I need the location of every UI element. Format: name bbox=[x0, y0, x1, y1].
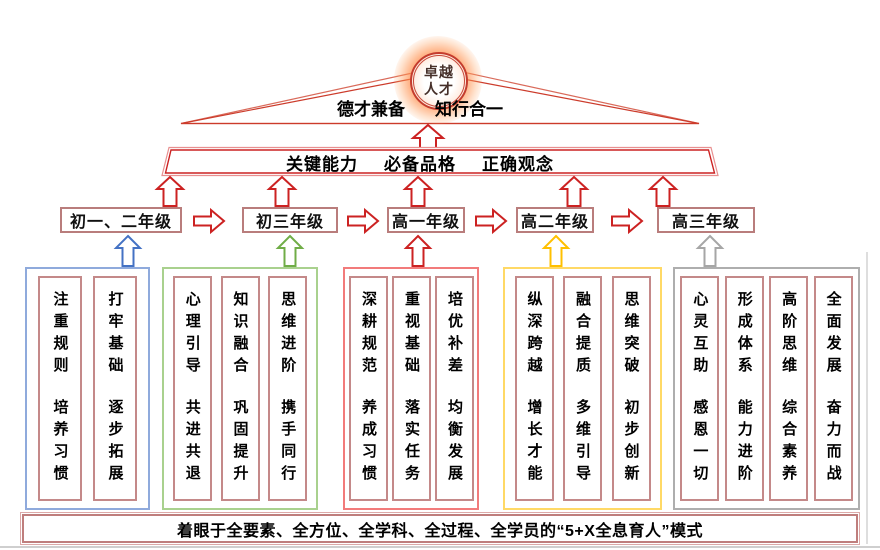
up-arrow-icon bbox=[275, 234, 305, 267]
strategy-phrase: 思维进阶 bbox=[279, 290, 297, 379]
strategy-column: 高阶思维综合素养 bbox=[769, 276, 809, 501]
grade-box-senior2: 高二年级 bbox=[516, 207, 594, 233]
trapezoid-band-item: 正确观念 bbox=[482, 154, 554, 174]
page-edge-right bbox=[866, 252, 868, 544]
strategy-phrase: 均衡发展 bbox=[446, 398, 463, 487]
strategy-phrase: 携手同行 bbox=[279, 398, 297, 487]
strategy-phrase: 高阶思维 bbox=[780, 290, 798, 379]
group-box-senior2: 纵深跨越增长才能 融合提质多维引导 思维突破初步创新 bbox=[503, 267, 662, 510]
right-arrow-icon bbox=[475, 207, 508, 235]
strategy-phrase: 感恩一切 bbox=[691, 398, 709, 487]
strategy-column: 思维进阶携手同行 bbox=[268, 276, 308, 501]
up-arrow-icon bbox=[154, 175, 186, 207]
strategy-phrase: 落实任务 bbox=[403, 398, 420, 487]
apex-circle: 卓越 人才 bbox=[410, 52, 468, 110]
strategy-phrase: 全面发展 bbox=[824, 290, 842, 379]
strategy-phrase: 思维突破 bbox=[622, 290, 640, 379]
strategy-column: 形成体系能力进阶 bbox=[724, 276, 764, 501]
strategy-phrase: 培养习惯 bbox=[51, 398, 69, 487]
strategy-phrase: 能力进阶 bbox=[735, 398, 753, 487]
trapezoid-band-item: 关键能力 bbox=[286, 154, 358, 174]
strategy-phrase: 深耕规范 bbox=[360, 290, 377, 379]
strategy-phrase: 注重规则 bbox=[51, 290, 69, 379]
footer-banner: 着眼于全要素、全方位、全学科、全过程、全学员的“5+X全息育人”模式 bbox=[20, 512, 860, 545]
strategy-phrase: 初步创新 bbox=[622, 398, 640, 487]
up-arrow-icon bbox=[403, 234, 433, 267]
strategy-column: 全面发展奋力而战 bbox=[813, 276, 853, 501]
strategy-column: 心理引导共进共退 bbox=[172, 276, 212, 501]
up-arrow-icon bbox=[541, 234, 571, 267]
strategy-phrase: 巩固提升 bbox=[231, 398, 249, 487]
strategy-phrase: 形成体系 bbox=[735, 290, 753, 379]
right-arrow-icon bbox=[347, 207, 380, 235]
up-arrow-icon bbox=[695, 234, 725, 267]
strategy-phrase: 养成习惯 bbox=[360, 398, 377, 487]
up-arrow-icon bbox=[402, 175, 434, 207]
grade-box-senior3: 高三年级 bbox=[657, 207, 755, 233]
strategy-column: 纵深跨越增长才能 bbox=[514, 276, 554, 501]
strategy-phrase: 多维引导 bbox=[574, 398, 591, 487]
right-arrow-icon bbox=[193, 207, 226, 235]
strategy-phrase: 综合素养 bbox=[780, 398, 798, 487]
group-box-junior3: 心理引导共进共退 知识融合巩固提升 思维进阶携手同行 bbox=[162, 267, 318, 510]
trapezoid-band: 关键能力 必备品格 正确观念 bbox=[143, 150, 697, 174]
strategy-phrase: 知识融合 bbox=[231, 290, 249, 379]
strategy-column: 培优补差均衡发展 bbox=[435, 276, 474, 501]
up-arrow-icon bbox=[266, 175, 298, 207]
band-trapezoid-outline bbox=[161, 146, 719, 177]
strategy-phrase: 逐步拓展 bbox=[106, 398, 124, 487]
strategy-phrase: 融合提质 bbox=[574, 290, 591, 379]
strategy-column: 注重规则培养习惯 bbox=[38, 276, 82, 501]
group-box-senior3: 心灵互助感恩一切 形成体系能力进阶 高阶思维综合素养 全面发展奋力而战 bbox=[673, 267, 860, 510]
strategy-phrase: 重视基础 bbox=[403, 290, 420, 379]
trapezoid-band-item: 必备品格 bbox=[384, 154, 456, 174]
strategy-column: 打牢基础逐步拓展 bbox=[93, 276, 137, 501]
grade-box-junior3: 初三年级 bbox=[242, 207, 338, 233]
right-arrow-icon bbox=[611, 207, 644, 235]
strategy-phrase: 培优补差 bbox=[446, 290, 463, 379]
strategy-phrase: 心灵互助 bbox=[691, 290, 709, 379]
up-arrow-icon bbox=[647, 175, 679, 207]
strategy-column: 思维突破初步创新 bbox=[611, 276, 651, 501]
strategy-column: 知识融合巩固提升 bbox=[220, 276, 260, 501]
up-arrow-icon bbox=[113, 234, 143, 267]
grade-box-senior1: 高一年级 bbox=[387, 207, 465, 233]
apex-circle-inner-ring bbox=[413, 55, 465, 107]
group-box-junior1-2: 注重规则培养习惯 打牢基础逐步拓展 bbox=[25, 267, 150, 510]
strategy-column: 深耕规范养成习惯 bbox=[349, 276, 388, 501]
grade-box-junior1-2: 初一、二年级 bbox=[60, 207, 182, 233]
strategy-phrase: 纵深跨越 bbox=[525, 290, 543, 379]
up-arrow-icon bbox=[410, 123, 446, 149]
strategy-column: 心灵互助感恩一切 bbox=[680, 276, 720, 501]
triangle-band-item: 知行合一 bbox=[435, 99, 503, 119]
strategy-phrase: 打牢基础 bbox=[106, 290, 124, 379]
triangle-band: 德才兼备 知行合一 bbox=[160, 96, 680, 119]
up-arrow-icon bbox=[558, 175, 590, 207]
strategy-column: 重视基础落实任务 bbox=[392, 276, 431, 501]
apex-label: 卓越 人才 bbox=[424, 64, 454, 98]
triangle-band-item: 德才兼备 bbox=[337, 99, 405, 119]
group-box-senior1: 深耕规范养成习惯 重视基础落实任务 培优补差均衡发展 bbox=[343, 267, 479, 510]
strategy-phrase: 心理引导 bbox=[183, 290, 201, 379]
footer-text: 着眼于全要素、全方位、全学科、全过程、全学员的“5+X全息育人”模式 bbox=[177, 522, 703, 540]
strategy-phrase: 增长才能 bbox=[525, 398, 543, 487]
strategy-phrase: 奋力而战 bbox=[824, 398, 842, 487]
page-edge-bottom bbox=[0, 546, 880, 548]
apex-label-line1: 卓越 bbox=[424, 64, 454, 81]
apex-label-line2: 人才 bbox=[424, 81, 454, 97]
band-trapezoid-inner-outline bbox=[164, 149, 716, 174]
strategy-column: 融合提质多维引导 bbox=[563, 276, 602, 501]
strategy-phrase: 共进共退 bbox=[183, 398, 201, 487]
